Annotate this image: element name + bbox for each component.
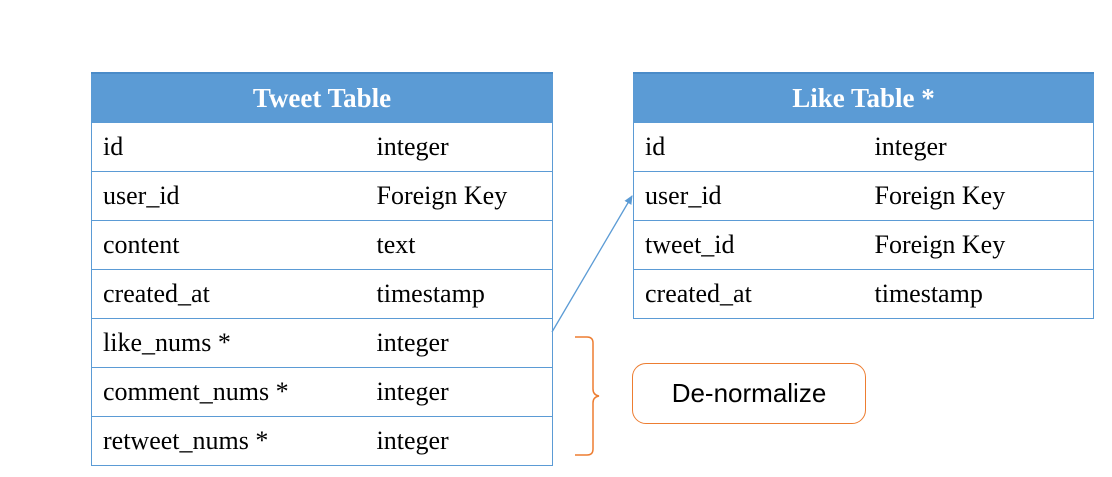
denormalize-label: De-normalize	[671, 378, 827, 408]
field-name: content	[91, 220, 366, 270]
field-name: id	[91, 122, 366, 172]
table-row: id integer	[91, 122, 554, 172]
like-table: Like Table * id integer user_id Foreign …	[633, 72, 1094, 319]
relationship-arrow	[551, 195, 633, 333]
field-type: Foreign Key	[863, 171, 1094, 221]
field-type: integer	[365, 122, 554, 172]
like-table-title: Like Table *	[633, 72, 1094, 123]
table-row: id integer	[633, 122, 1094, 172]
denormalize-brace	[575, 336, 600, 456]
table-row: content text	[91, 220, 554, 270]
field-type: timestamp	[863, 269, 1094, 319]
field-name: tweet_id	[633, 220, 864, 270]
field-name: created_at	[91, 269, 366, 319]
tweet-table: Tweet Table id integer user_id Foreign K…	[90, 72, 554, 466]
field-type: integer	[863, 122, 1094, 172]
field-name: id	[633, 122, 864, 172]
table-row: created_at timestamp	[91, 269, 554, 319]
field-type: Foreign Key	[365, 171, 554, 221]
table-row: user_id Foreign Key	[91, 171, 554, 221]
table-row: user_id Foreign Key	[633, 171, 1094, 221]
field-name: comment_nums *	[91, 367, 366, 417]
field-name: user_id	[633, 171, 864, 221]
table-row: like_nums * integer	[91, 318, 554, 368]
field-name: created_at	[633, 269, 864, 319]
field-name: user_id	[91, 171, 366, 221]
field-type: integer	[365, 416, 554, 466]
field-name: like_nums *	[91, 318, 366, 368]
field-type: integer	[365, 318, 554, 368]
table-row: retweet_nums * integer	[91, 416, 554, 466]
field-name: retweet_nums *	[91, 416, 366, 466]
tweet-table-header-row: Tweet Table	[90, 72, 554, 123]
table-row: created_at timestamp	[633, 269, 1094, 319]
denormalize-callout: De-normalize	[632, 363, 866, 424]
tweet-table-title: Tweet Table	[90, 72, 554, 123]
field-type: text	[365, 220, 554, 270]
table-row: tweet_id Foreign Key	[633, 220, 1094, 270]
field-type: integer	[365, 367, 554, 417]
field-type: Foreign Key	[863, 220, 1094, 270]
like-table-header-row: Like Table *	[633, 72, 1094, 123]
table-row: comment_nums * integer	[91, 367, 554, 417]
field-type: timestamp	[365, 269, 554, 319]
